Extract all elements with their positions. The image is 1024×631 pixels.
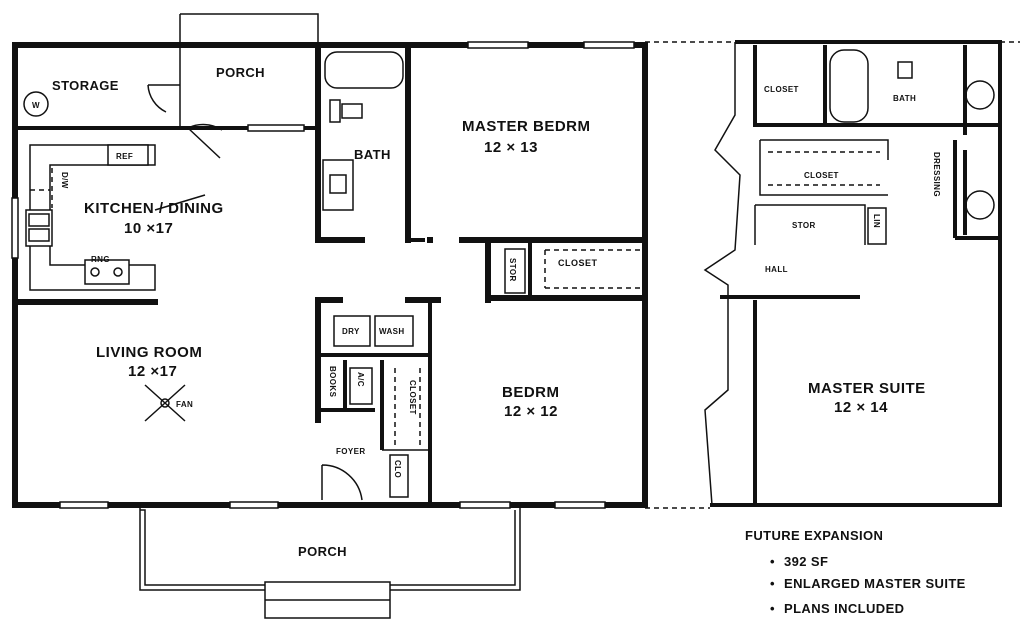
note-item-3: PLANS INCLUDED [784, 601, 904, 616]
storage-closet-label: STOR [508, 258, 517, 282]
refrigerator-label: REF [116, 152, 133, 161]
ac-unit-icon [349, 367, 373, 405]
kitchen-dining-size: 10 ×17 [124, 220, 173, 237]
living-room-size: 12 ×17 [128, 363, 177, 380]
water-heater-icon [23, 91, 49, 117]
foyer-label: FOYER [336, 447, 366, 456]
note-item-1: 392 SF [784, 554, 828, 569]
toilet-icon [341, 103, 363, 119]
storage-label: STORAGE [52, 78, 119, 93]
linen-label: LIN [872, 214, 881, 228]
bedroom-label: BEDRM [502, 384, 560, 401]
expansion-hall-label: HALL [765, 265, 788, 274]
master-bedroom-label: MASTER BEDRM [462, 118, 591, 135]
note-bullet-2: • [770, 576, 775, 591]
master-suite-size: 12 × 14 [834, 399, 888, 416]
range-icon [84, 259, 130, 285]
coat-closet-label: CLO [393, 460, 402, 478]
range-label: RNG [91, 255, 110, 264]
books-label: BOOKS [328, 366, 337, 398]
dryer-label: DRY [342, 327, 360, 336]
bath-label: BATH [354, 147, 391, 162]
expansion-plan [645, 40, 1020, 509]
water-heater-label: W [32, 101, 40, 110]
dressing-label: DRESSING [932, 152, 941, 197]
washer-label: WASH [379, 327, 405, 336]
hall-closet-label: CLOSET [408, 380, 417, 415]
expansion-bath-label: BATH [893, 94, 916, 103]
main-house [11, 13, 648, 619]
dishwasher-label: D/W [60, 172, 69, 189]
note-bullet-3: • [770, 601, 775, 616]
note-bullet-1: • [770, 554, 775, 569]
refrigerator-icon [107, 144, 149, 166]
dryer-icon [333, 315, 371, 347]
washer-icon [374, 315, 414, 347]
living-room-label: LIVING ROOM [96, 344, 202, 361]
bedroom-size: 12 × 12 [504, 403, 558, 420]
expansion-stor-label: STOR [792, 221, 816, 230]
bathtub-icon [324, 51, 404, 89]
master-suite-label: MASTER SUITE [808, 380, 926, 397]
sink-icon [25, 209, 53, 247]
expansion-bathtub-icon [829, 49, 869, 123]
notes-title: FUTURE EXPANSION [745, 528, 883, 543]
back-porch-label: PORCH [216, 65, 265, 80]
expansion-closet-mid-label: CLOSET [804, 171, 839, 180]
ceiling-fan-icon [144, 384, 186, 422]
ac-label: A/C [356, 372, 365, 387]
front-porch-label: PORCH [298, 544, 347, 559]
note-item-2: ENLARGED MASTER SUITE [784, 576, 966, 591]
fan-label: FAN [176, 400, 193, 409]
master-bedroom-size: 12 × 13 [484, 139, 538, 156]
kitchen-dining-label: KITCHEN / DINING [84, 200, 224, 217]
expansion-closet-top-label: CLOSET [764, 85, 799, 94]
master-closet-label: CLOSET [558, 258, 598, 268]
